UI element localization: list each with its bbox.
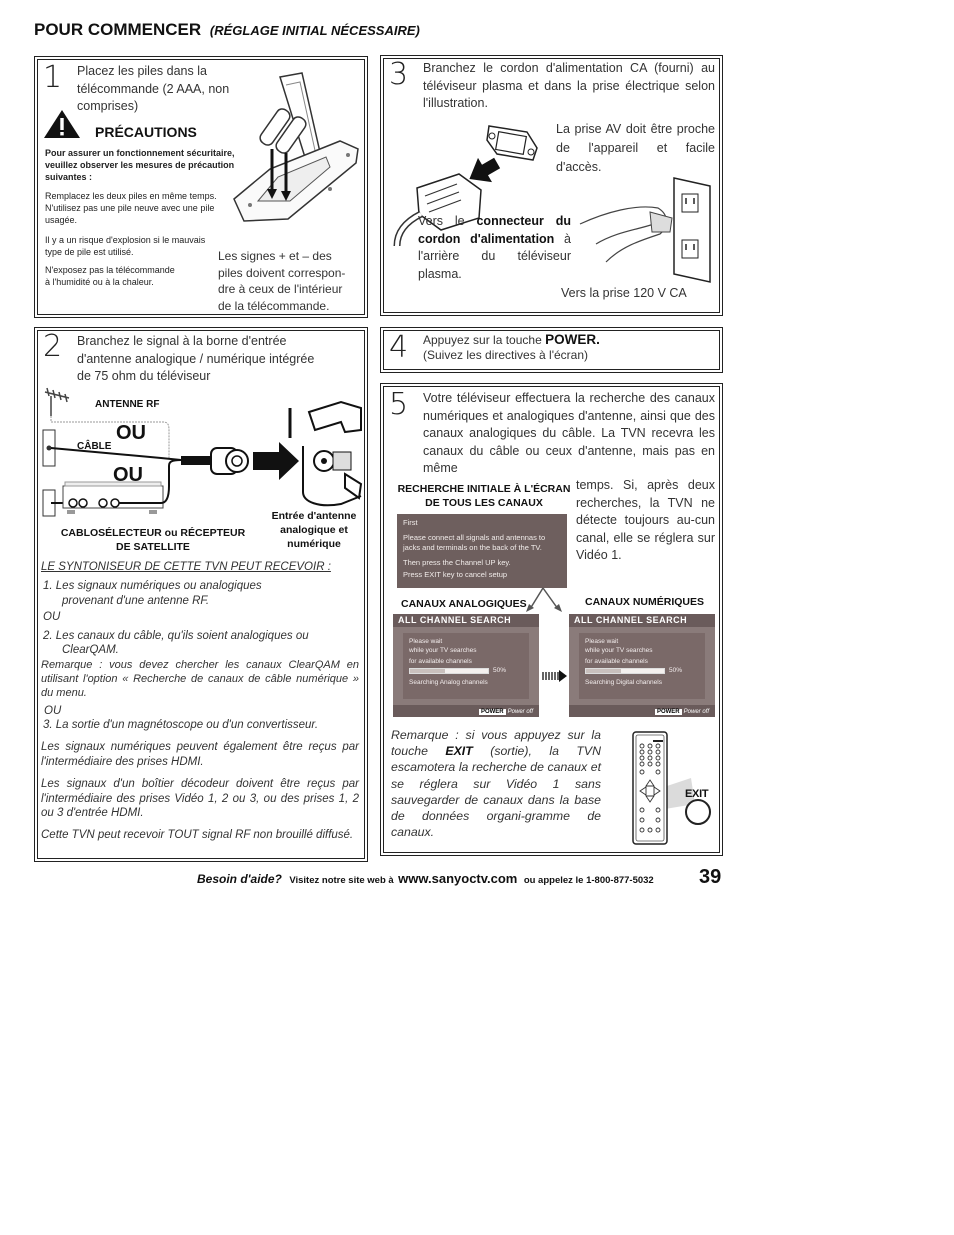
outlet-label: Vers la prise 120 V CA — [561, 286, 687, 300]
website-link[interactable]: www.sanyoctv.com — [398, 871, 518, 886]
step-5-paragraph-top: Votre téléviseur effectuera la recherche… — [423, 391, 715, 475]
initial-search-label: RECHERCHE INITIALE À L'ÉCRAN DE TOUS LES… — [397, 483, 571, 509]
hdmi-paragraph: Les signaux numériques peuvent également… — [41, 741, 359, 768]
antenna-input-label: Entrée d'antenne analogique et numérique — [271, 510, 357, 550]
tuner-list: 1. Les signaux numériques ou analogiques… — [43, 580, 309, 656]
step-5-box: 5 Votre téléviseur effectuera la recherc… — [380, 383, 723, 856]
precautions-intro: Pour assurer un fonctionnement sécuritai… — [45, 148, 235, 182]
split-arrows — [526, 587, 562, 612]
step-number: 1 — [43, 60, 63, 95]
page-title: POUR COMMENCER (RÉGLAGE INITIAL NÉCESSAI… — [34, 20, 420, 40]
digital-channels-label: CANAUX NUMÉRIQUES — [585, 596, 705, 608]
power-cord-illustration — [393, 125, 538, 247]
ou-label-1: OU — [116, 422, 146, 444]
tuner-list-ou: OU — [44, 705, 62, 717]
battery-polarity-note: Les signes + et – des piles doivent corr… — [218, 249, 346, 313]
page-title-subtitle: (RÉGLAGE INITIAL NÉCESSAIRE) — [209, 23, 420, 38]
step-4-box: 4 Appuyez sur la touche POWER. (Suivez l… — [380, 327, 723, 373]
step-2-box: 2 Branchez le signal à la borne d'entrée… — [34, 327, 368, 862]
step-1-box: 1 Placez les piles dans la télécommande … — [34, 56, 368, 318]
first-setup-screen: First Please connect all signals and ant… — [397, 514, 567, 588]
visit-text: Visitez notre site web à — [289, 875, 394, 886]
analog-search-screen: ALL CHANNEL SEARCH Please wait while you… — [393, 614, 539, 717]
av-outlet-note: La prise AV doit être proche de l'appare… — [556, 122, 715, 174]
digital-search-screen: ALL CHANNEL SEARCH Please wait while you… — [569, 614, 715, 717]
exit-button-label: EXIT — [685, 788, 709, 800]
cable-box-label: CABLOSÉLECTEUR ou RÉCEPTEUR DE SATELLITE — [60, 527, 246, 553]
page-number: 39 — [699, 866, 722, 888]
precaution-note-1: Remplacez les deux piles en même temps. … — [45, 191, 217, 225]
antenna-rf-label: ANTENNE RF — [95, 399, 160, 410]
step-3-instruction: Branchez le cordon d'alimentation CA (fo… — [423, 61, 715, 110]
precaution-note-2: Il y a un risque d'explosion si le mauva… — [45, 235, 206, 257]
phone-text: ou appelez le 1-800-877-5032 — [523, 875, 654, 886]
decoder-paragraph: Les signaux d'un boîtier décodeur doiven… — [41, 778, 359, 819]
page-title-main: POUR COMMENCER — [34, 20, 202, 39]
precautions-title: PRÉCAUTIONS — [95, 124, 197, 140]
clearqam-remark: Remarque : vous devez chercher les canau… — [41, 659, 359, 699]
remote-exit-illustration — [632, 731, 711, 845]
step-1-instruction: Placez les piles dans la télécommande (2… — [77, 64, 230, 113]
step-number: 4 — [389, 330, 409, 365]
step-number: 2 — [43, 329, 63, 364]
step-5-paragraph-side: temps. Si, après deux recherches, la TVN… — [576, 478, 715, 562]
cable-label: CÂBLE — [77, 441, 112, 452]
step-number: 5 — [389, 387, 409, 422]
progress-bar: 50% — [585, 666, 699, 676]
precaution-note-3: N'exposez pas la télécommande à l'humidi… — [45, 265, 175, 287]
wall-outlet-illustration — [579, 177, 711, 283]
help-label: Besoin d'aide? — [197, 872, 282, 886]
step-2-instruction: Branchez le signal à la borne d'entrée d… — [77, 334, 315, 383]
warning-icon — [44, 110, 80, 138]
step-number: 3 — [389, 57, 409, 92]
ou-label-2: OU — [113, 464, 143, 486]
exit-remark: Remarque : si vous appuyez sur la touche… — [391, 728, 602, 840]
tuner-heading: LE SYNTONISEUR DE CETTE TVN PEUT RECEVOI… — [41, 561, 331, 573]
progress-arrow — [542, 670, 567, 682]
analog-channels-label: CANAUX ANALOGIQUES — [401, 598, 527, 610]
rf-paragraph: Cette TVN peut recevoir TOUT signal RF n… — [41, 829, 354, 841]
remote-battery-illustration — [233, 72, 359, 222]
tuner-item-3: 3. La sortie d'un magnétoscope ou d'un c… — [43, 719, 319, 731]
step-3-box: 3 Branchez le cordon d'alimentation CA (… — [380, 55, 723, 316]
power-connector-note: Vers le connecteur du cordon d'alimentat… — [418, 214, 572, 281]
help-footer: Besoin d'aide? Visitez notre site web à … — [197, 870, 654, 888]
progress-bar: 50% — [409, 666, 523, 676]
antenna-connection-diagram — [42, 387, 363, 517]
step-4-instruction: Appuyez sur la touche POWER. (Suivez les… — [423, 332, 600, 362]
